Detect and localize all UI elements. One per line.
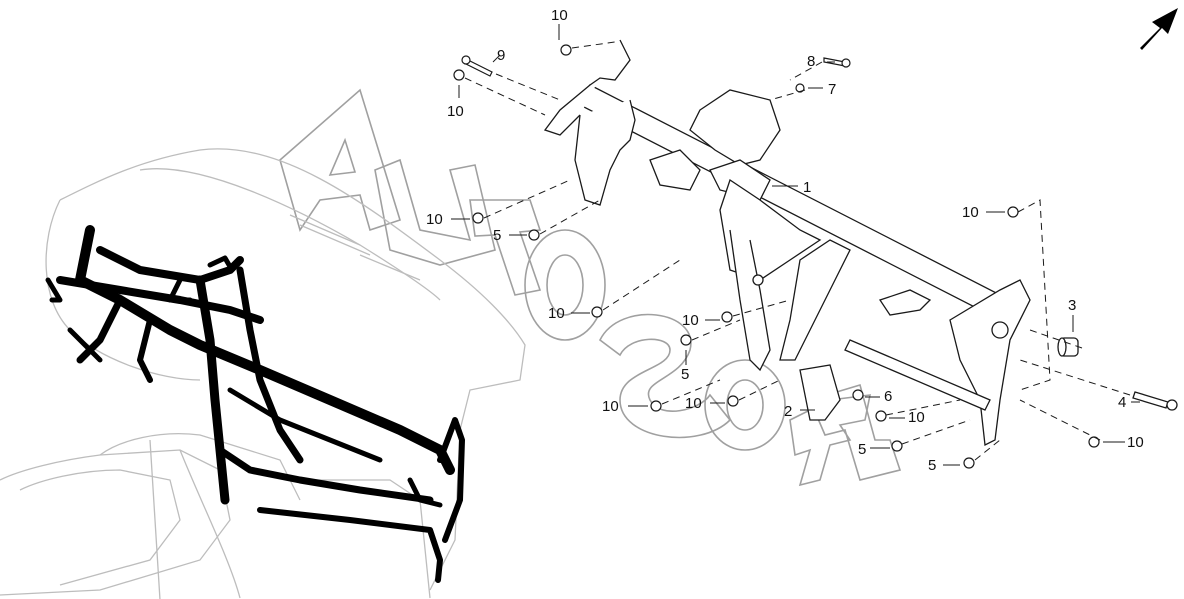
wiring-harness — [45, 225, 465, 583]
watermark — [279, 88, 902, 487]
callout-label: 10 — [602, 398, 619, 415]
callout-label: 10 — [908, 409, 925, 426]
callout-label: 10 — [426, 211, 443, 228]
callout-label: 10 — [548, 305, 565, 322]
cross-car-beam — [543, 39, 1031, 446]
callout-label: 10 — [962, 204, 979, 221]
leader-lines — [451, 24, 1140, 466]
callout-label: 8 — [807, 53, 816, 70]
callout-label: 10 — [685, 395, 702, 412]
callout-label: 5 — [928, 457, 937, 474]
callout-label: 10 — [1127, 434, 1144, 451]
callout-label: 5 — [681, 366, 690, 383]
callout-label: 10 — [447, 103, 464, 120]
part-9-bolt — [461, 55, 493, 77]
callout-label: 5 — [493, 227, 502, 244]
fasteners — [453, 44, 1100, 469]
callout-label: 10 — [682, 312, 699, 329]
callout-label: 1 — [803, 179, 812, 196]
callout-label: 5 — [858, 441, 867, 458]
part-4-bolt — [1132, 391, 1178, 411]
callout-label: 10 — [551, 7, 568, 24]
front-arrow-icon — [1140, 8, 1178, 50]
part-3-mount — [1057, 337, 1079, 357]
callout-label: 7 — [828, 81, 837, 98]
callout-label: 6 — [884, 388, 893, 405]
callout-label: 3 — [1068, 297, 1077, 314]
callout-label: 2 — [784, 403, 793, 420]
assembly-lines — [464, 41, 1131, 461]
callout-label: 9 — [497, 47, 506, 64]
callout-label: 4 — [1118, 394, 1127, 411]
